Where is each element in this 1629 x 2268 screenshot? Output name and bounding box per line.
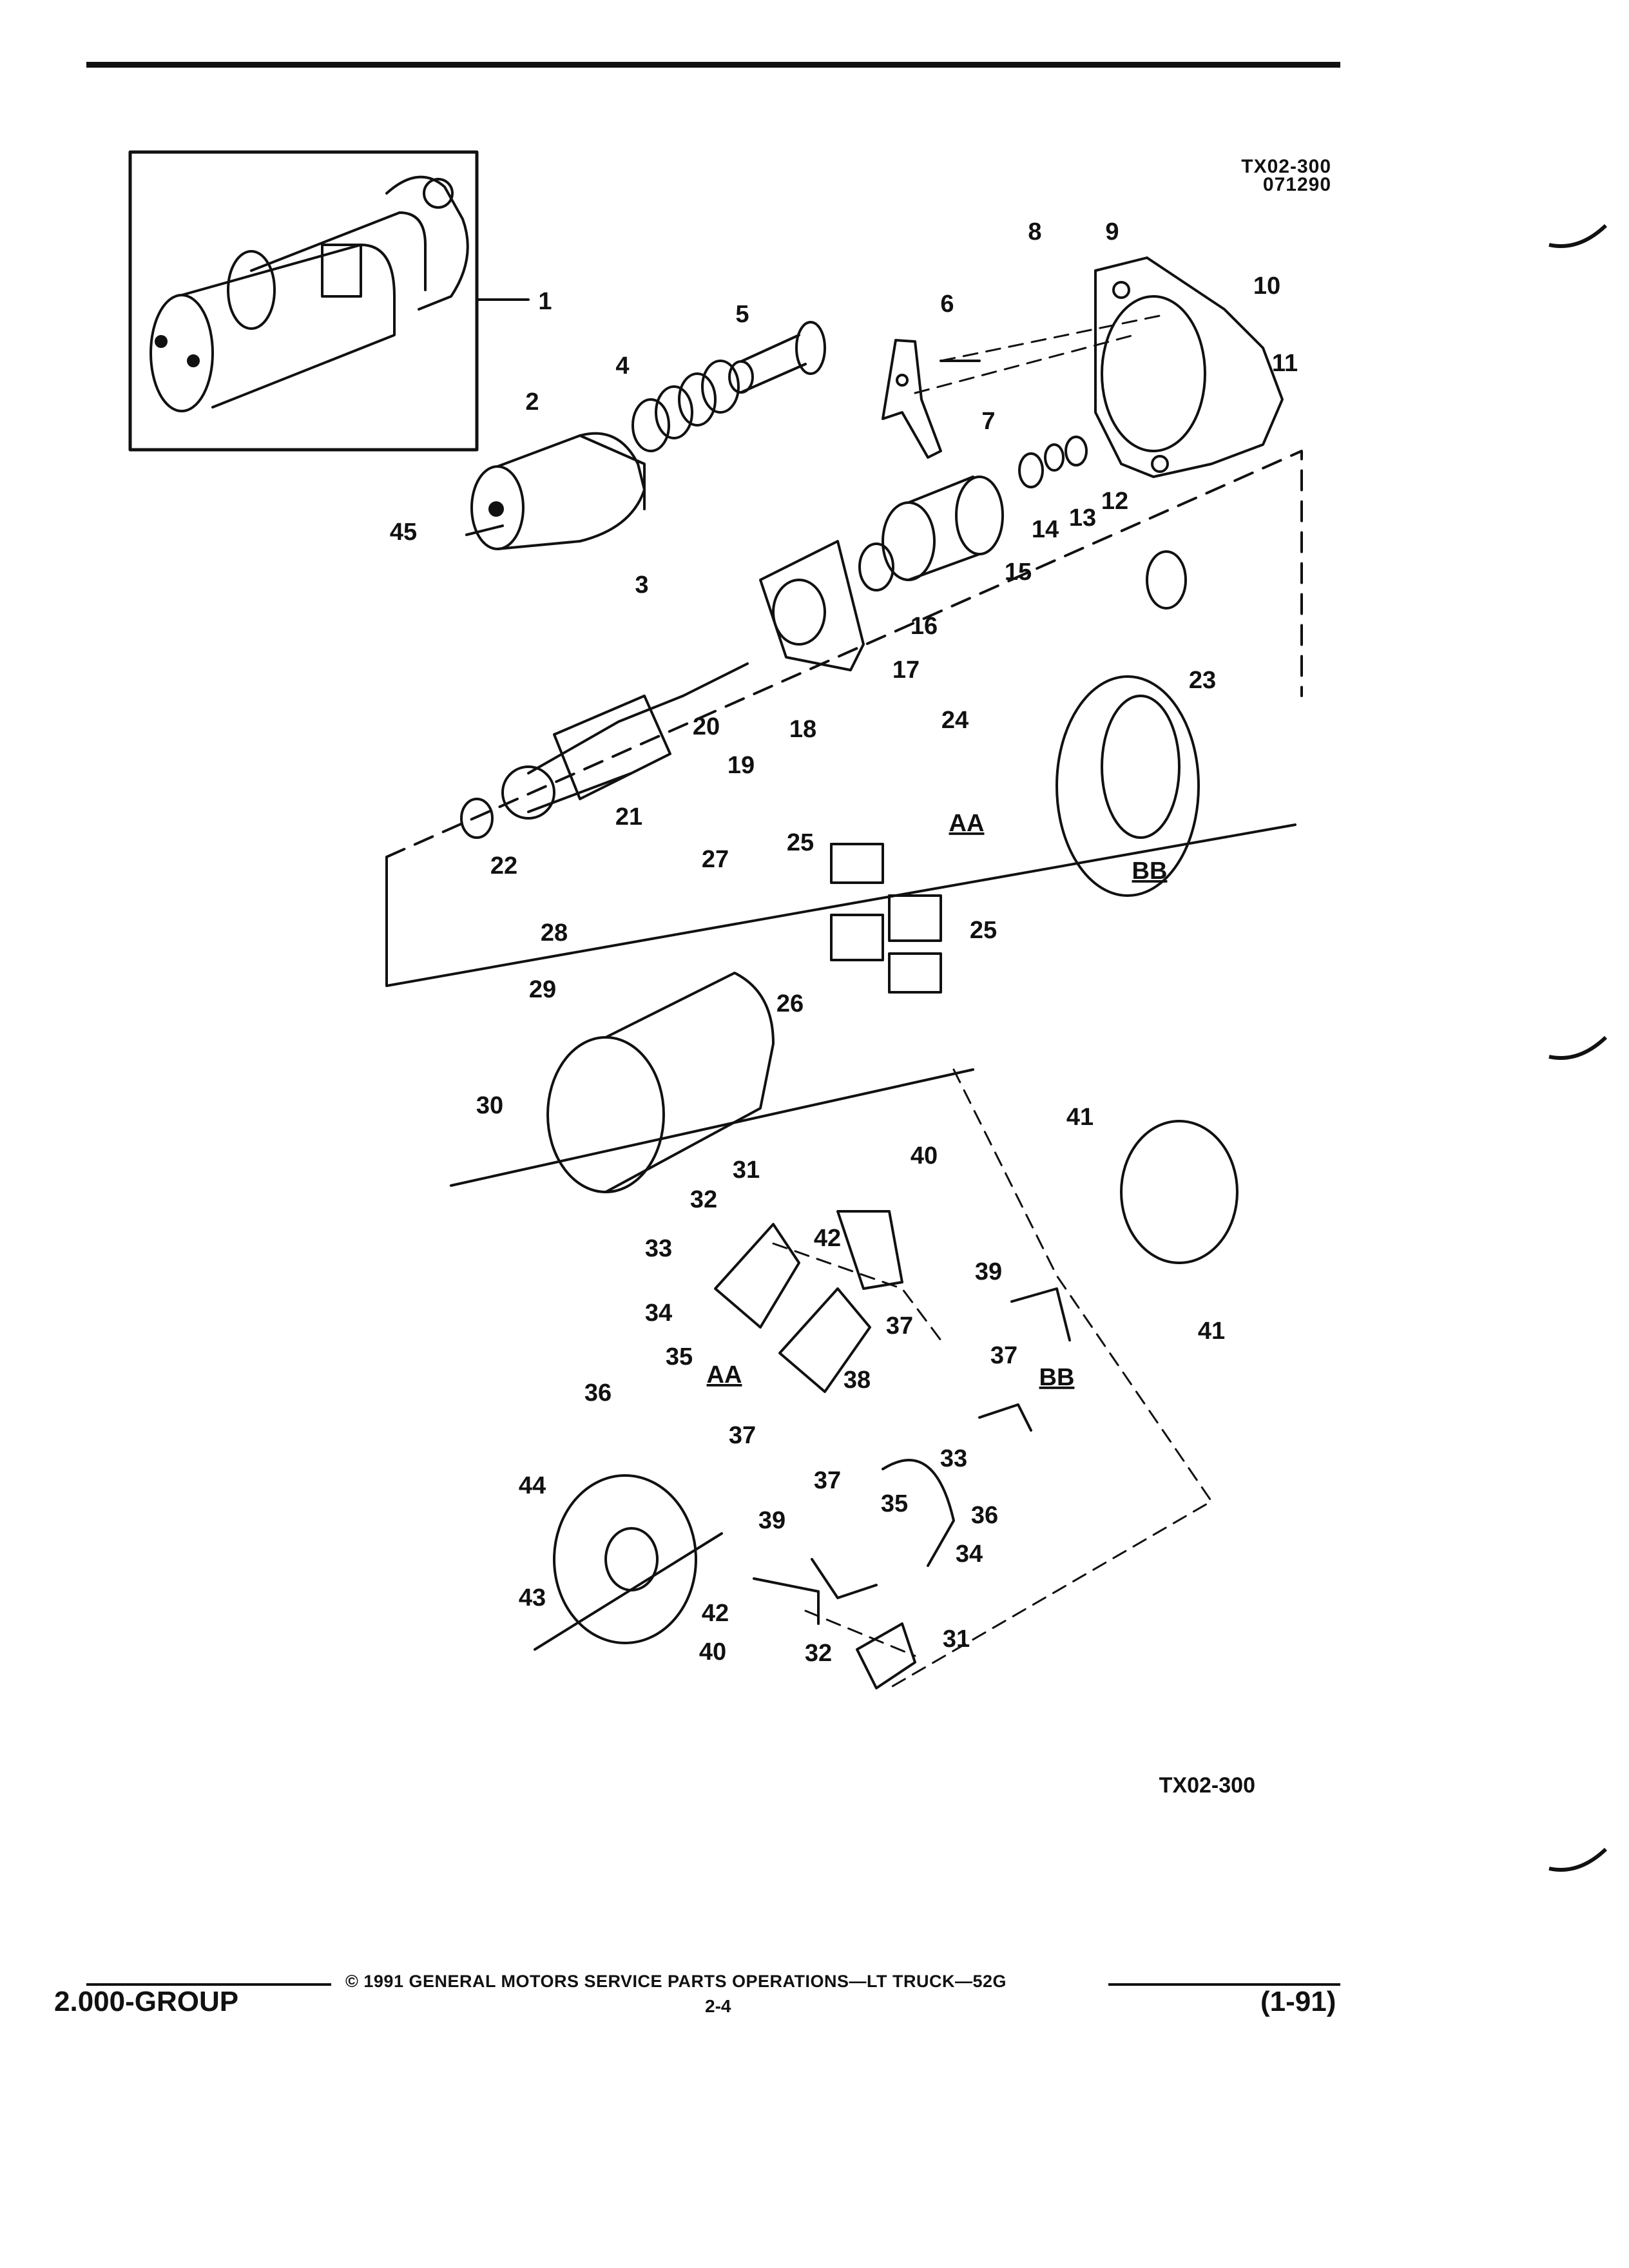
callout-15: 15 [1005,559,1032,586]
callout-7: 7 [981,408,995,435]
binding-mark-icon [1548,224,1608,248]
callout-45: 45 [390,519,417,546]
part-2-solenoid [465,432,646,550]
footer-page-number: 2-4 [705,1996,731,2016]
brush-holder-assembly [714,1120,1239,1689]
assembled-starter-inset [128,150,530,452]
callout-40-top: 40 [911,1142,938,1169]
callout-26: 26 [776,990,804,1017]
callout-33-right: 33 [940,1445,967,1472]
callout-10: 10 [1253,273,1280,300]
callout-39-right: 39 [975,1258,1002,1285]
callout-19: 19 [728,752,755,779]
callout-8: 8 [1028,218,1041,245]
callout-25-top: 25 [787,829,814,856]
footer-group: 2.000-GROUP [54,1986,239,2017]
callout-32-top: 32 [690,1186,717,1213]
callout-37-right: 37 [990,1342,1017,1369]
callout-30: 30 [476,1092,503,1119]
part-17-drive-end-frame [759,540,894,671]
callout-14: 14 [1032,516,1059,543]
callout-16: 16 [911,613,938,640]
part-9-drive-housing [1094,256,1284,478]
binding-mark-icon [1548,1035,1608,1060]
callout-5: 5 [735,301,749,328]
callout-4: 4 [615,352,629,380]
callout-31-bottom: 31 [943,1626,970,1653]
part-21-armature [460,662,749,839]
callout-38: 38 [843,1367,871,1394]
callout-1: 1 [538,288,552,315]
callout-35-left: 35 [666,1343,693,1370]
callout-32-bottom: 32 [805,1640,832,1667]
footer-copyright: © 1991 GENERAL MOTORS SERVICE PARTS OPER… [345,1972,1007,1991]
footer-rule-left [86,1983,331,1986]
callout-2: 2 [525,389,539,416]
part-44-commutator-end-frame [534,1474,723,1651]
callout-36-right: 36 [971,1502,998,1529]
binding-mark-icon [1548,1847,1608,1872]
callout-37-mid: 37 [886,1312,913,1340]
callout-43: 43 [519,1584,546,1611]
callout-17: 17 [892,657,920,684]
callout-36-left: 36 [584,1379,612,1407]
callout-37-left: 37 [729,1422,756,1449]
callout-34-left: 34 [645,1300,672,1327]
part-25-brushes [830,843,942,994]
callout-labels: 1 2 3 4 5 6 7 8 9 10 11 12 13 14 15 16 1… [390,218,1298,1667]
callout-25-right: 25 [970,917,997,944]
callout-13: 13 [1069,505,1096,532]
part-23-field-coil [1055,550,1200,897]
callout-bb-upper: BB [1132,858,1168,885]
callout-aa-lower: AA [707,1361,742,1389]
callout-aa-upper: AA [949,810,985,837]
part-7-shift-lever [882,339,981,459]
callout-23: 23 [1189,667,1216,694]
callout-37-lower: 37 [814,1467,841,1494]
callout-6: 6 [940,291,954,318]
callout-21: 21 [615,803,642,831]
callout-42-bottom: 42 [702,1600,729,1627]
top-rule [86,62,1340,68]
callout-35-right: 35 [881,1490,908,1517]
callout-39-left: 39 [758,1507,786,1534]
callout-3: 3 [635,572,648,599]
callout-24: 24 [941,707,969,734]
starter-motor-exploded-diagram: 1 2 3 4 5 6 7 8 9 10 11 12 13 14 15 16 1… [128,150,1303,1798]
footer-revision: (1-91) [1260,1986,1336,2017]
callout-40-bottom: 40 [699,1639,726,1666]
part-5-plunger [728,321,826,394]
callout-22: 22 [490,852,517,879]
callout-28: 28 [541,919,568,947]
callout-41-top: 41 [1066,1104,1094,1131]
callout-bb-lower: BB [1039,1364,1075,1391]
figure-date-code: 071290 [1262,174,1331,195]
figure-code: TX02-300 [1241,156,1331,177]
callout-29: 29 [529,976,556,1003]
part-4-spring [631,360,740,452]
callout-11: 11 [1272,350,1298,377]
callout-42-top: 42 [814,1225,841,1252]
callout-27: 27 [702,846,729,873]
footer-rule-right [1108,1983,1340,1986]
callout-12: 12 [1101,488,1128,515]
part-30-field-frame [546,972,775,1193]
callout-41-bottom: 41 [1198,1318,1225,1345]
callout-18: 18 [789,716,816,743]
part-15-drive-assembly [882,436,1088,581]
callout-20: 20 [693,713,720,740]
callout-44: 44 [519,1472,546,1499]
callout-9: 9 [1105,218,1119,245]
callout-34-right: 34 [956,1541,983,1568]
callout-33-left: 33 [645,1235,672,1262]
figure-bottom-code: TX02-300 [1159,1773,1255,1798]
callout-31-top: 31 [733,1157,760,1184]
